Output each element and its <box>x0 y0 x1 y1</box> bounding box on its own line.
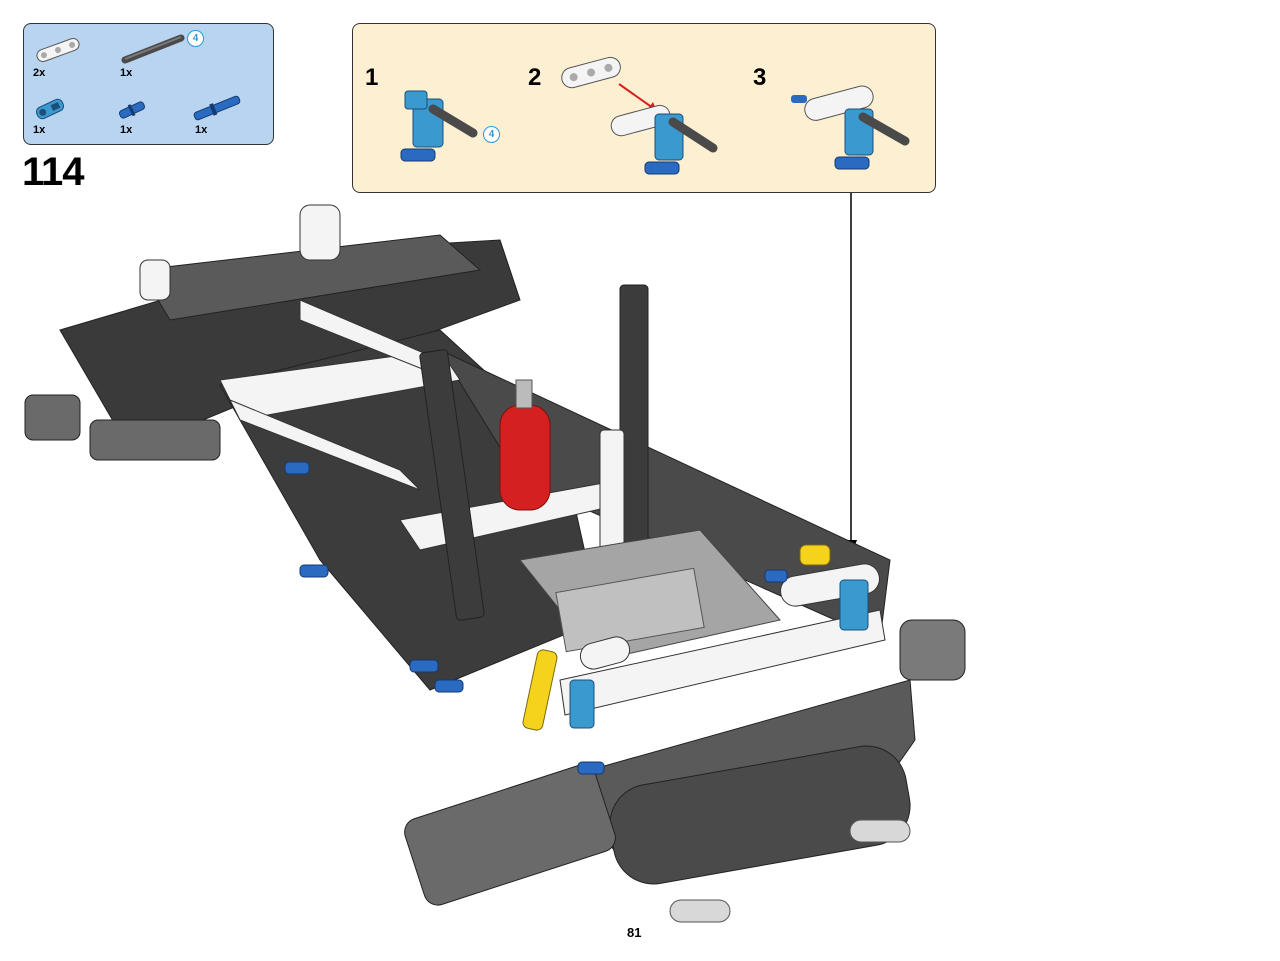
white-beam-icon <box>36 38 80 62</box>
sub-step-1-assembly-icon <box>400 90 478 162</box>
page-number: 81 <box>627 925 642 940</box>
step-number: 114 <box>22 150 85 194</box>
part-qty: 1x <box>120 124 133 136</box>
blue-connector-icon <box>35 98 65 120</box>
rear-frame <box>24 204 521 461</box>
main-chassis <box>219 284 891 691</box>
front-beam <box>522 544 886 731</box>
part-qty: 1x <box>120 67 133 79</box>
sub-step-number: 3 <box>753 64 767 91</box>
sub-step-number: 1 <box>365 64 379 91</box>
part-qty: 1x <box>33 124 46 136</box>
sub-assembly-box: 1 2 3 4 <box>352 23 936 193</box>
blue-long-pin-icon <box>193 95 241 121</box>
sub-step-3-assembly-icon <box>791 85 910 170</box>
engine-block <box>519 529 781 661</box>
axle-length-badge: 4 <box>187 30 204 47</box>
parts-list-box: 2x 4 1x 1x 1x 1x <box>23 23 274 145</box>
part-qty: 1x <box>195 124 208 136</box>
sub-step-number: 2 <box>528 64 542 91</box>
blue-pins <box>284 461 788 775</box>
sub-step-2-assembly-icon <box>561 56 718 175</box>
part-qty: 2x <box>33 67 46 79</box>
axle-icon <box>121 34 185 64</box>
front-bumper <box>404 619 966 923</box>
blue-pin-icon <box>119 101 145 119</box>
axle-length-badge: 4 <box>483 126 500 143</box>
